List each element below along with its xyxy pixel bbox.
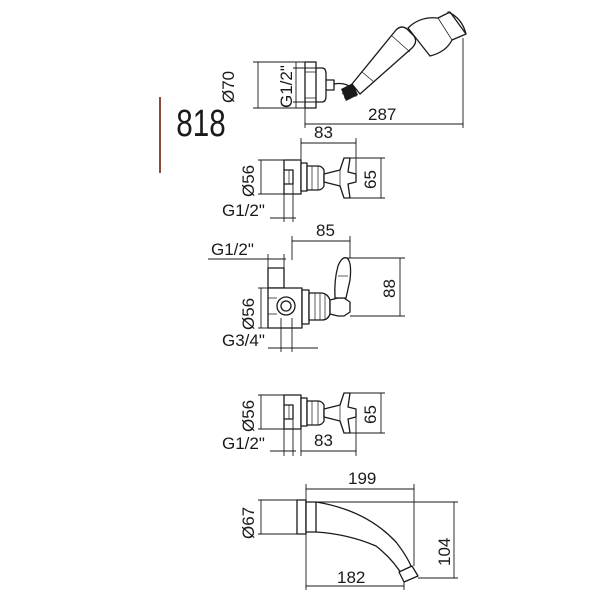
- diverter-width: 85: [316, 221, 335, 240]
- valve-top-width: 83: [314, 123, 333, 142]
- handshower-drawing: Ø70 G1/2" 287: [219, 11, 467, 128]
- valve-bottom-drawing: Ø56 65 G1/2" 83: [222, 392, 385, 456]
- diverter-thread-top: G1/2": [211, 240, 254, 259]
- valve-bottom-height: 65: [361, 405, 380, 424]
- model-accent-bar: [159, 97, 161, 173]
- diverter-height: 88: [380, 279, 399, 298]
- spout-length: 199: [348, 469, 376, 488]
- spout-drawing: 199 Ø67 104 182: [239, 469, 458, 590]
- valve-top-thread: G1/2": [222, 201, 265, 220]
- spout-height: 104: [435, 538, 454, 566]
- spout-diameter: Ø67: [239, 507, 258, 539]
- valve-top-drawing: Ø56 83 65 G1/2": [222, 123, 385, 222]
- model-number: 818: [176, 103, 225, 145]
- valve-top-diameter: Ø56: [239, 165, 258, 197]
- valve-top-height: 65: [361, 170, 380, 189]
- valve-bottom-thread: G1/2": [222, 434, 265, 453]
- valve-bottom-width: 83: [314, 431, 333, 450]
- spout-reach: 182: [337, 568, 365, 587]
- diverter-diameter: Ø56: [239, 298, 258, 330]
- handshower-length: 287: [368, 105, 396, 124]
- handshower-diameter: Ø70: [219, 71, 238, 103]
- valve-bottom-diameter: Ø56: [239, 400, 258, 432]
- diverter-drawing: G1/2" 85 88 Ø56 G3/4": [208, 221, 405, 352]
- handshower-thread: G1/2": [277, 65, 296, 108]
- diverter-thread-bottom: G3/4": [222, 331, 265, 350]
